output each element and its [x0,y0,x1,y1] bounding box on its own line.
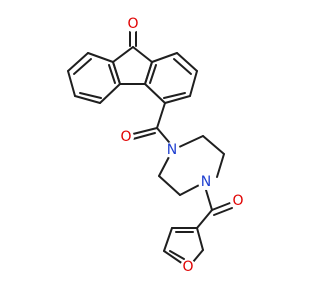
fluorenone-right-benzene-ring [144,52,198,104]
atom-symbol: O [120,129,131,145]
atom-amide1-oxygen: O [118,129,134,145]
atom-symbol: N [167,142,177,158]
atom-symbol: O [182,259,193,275]
atom-symbol: O [127,16,138,32]
furan-ring [163,227,204,265]
atom-symbol: N [201,174,211,190]
atom-furan-oxygen: O [180,259,196,275]
amide-linker-2 [196,189,233,229]
ketone-group [129,30,137,47]
atom-piperazine-nitrogen-1: N [164,142,180,158]
fluorenone-left-benzene-ring [67,52,121,104]
atom-symbol: O [232,193,243,209]
molecule-structure-diagram: O O N N O O [67,16,246,275]
atom-piperazine-nitrogen-2: N [198,174,214,190]
atom-amide2-oxygen: O [230,193,246,209]
atom-ketone-oxygen: O [125,16,141,32]
